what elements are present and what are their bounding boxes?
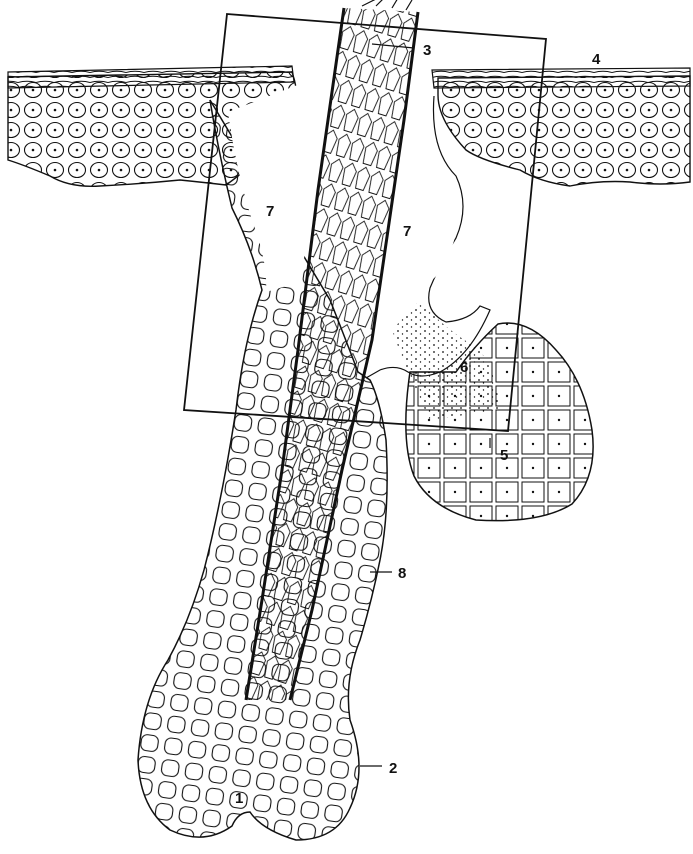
label-5: 5: [500, 447, 508, 464]
sebaceous-gland: [392, 300, 593, 521]
label-1: 1: [235, 790, 243, 807]
label-7-left: 7: [266, 203, 274, 220]
epidermis-right: [432, 68, 690, 186]
label-6: 6: [460, 359, 468, 376]
label-4: 4: [592, 51, 601, 68]
label-7-right: 7: [403, 223, 411, 240]
label-2: 2: [389, 760, 397, 777]
label-3: 3: [423, 42, 431, 59]
label-8: 8: [398, 565, 406, 582]
